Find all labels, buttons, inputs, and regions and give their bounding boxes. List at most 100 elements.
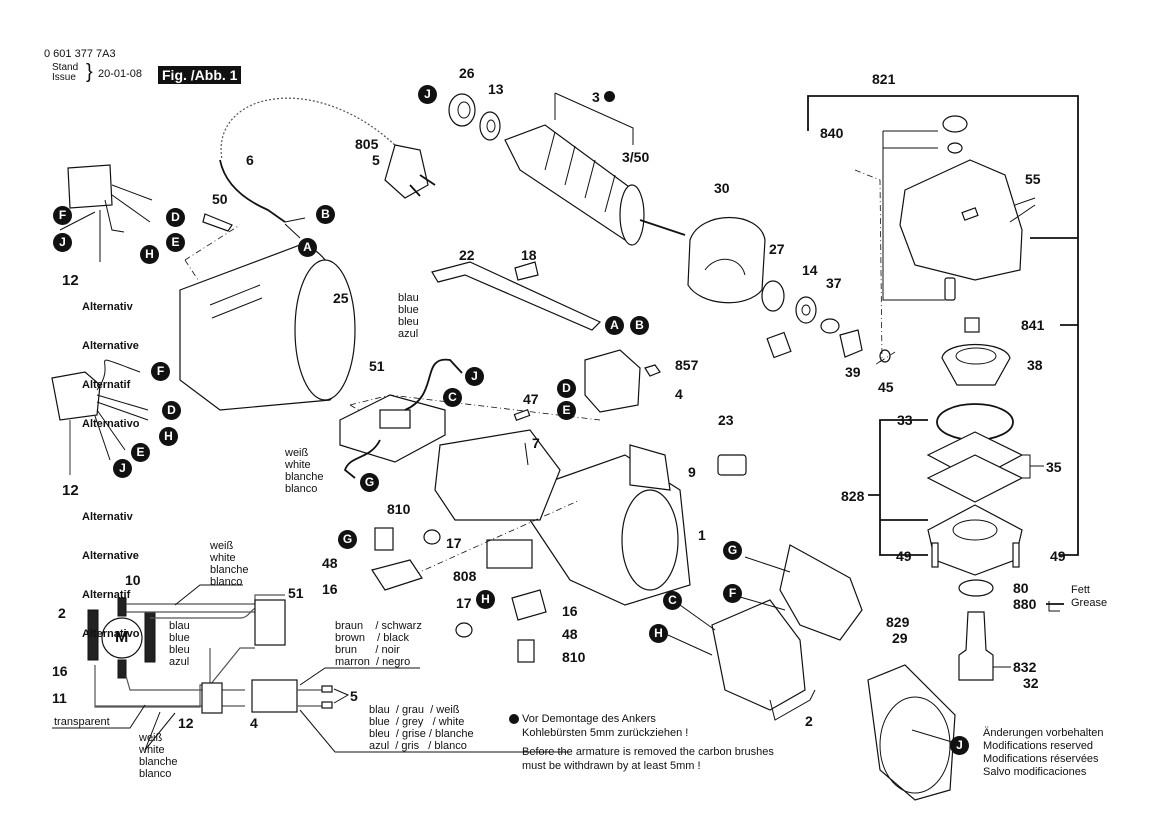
part-label-3: 3 xyxy=(592,89,600,105)
part-label-39: 39 xyxy=(845,364,861,380)
connector-badge-c: C xyxy=(663,591,682,610)
part-label-1: 1 xyxy=(698,527,706,543)
alt-es: Alternativo xyxy=(82,628,140,640)
wire-color-white-top: weiß white blanche blanco xyxy=(210,540,249,588)
connector-badge-e: E xyxy=(557,401,576,420)
stand-label: Stand xyxy=(52,62,79,73)
part-label-832: 832 xyxy=(1013,659,1037,675)
part-label-821: 821 xyxy=(872,71,896,87)
motor-symbol xyxy=(101,617,143,659)
connector-badge-a: A xyxy=(298,238,317,257)
alt-de: Alternativ xyxy=(82,301,133,313)
part-label-9: 9 xyxy=(688,464,696,480)
power-cord-inner xyxy=(219,96,402,161)
part-label-16-bottom: 16 xyxy=(562,603,578,619)
disclaimer-es: Salvo modificaciones xyxy=(983,766,1087,778)
part-label-810-top: 810 xyxy=(387,501,411,517)
label-808 xyxy=(486,539,533,569)
bevel-gear-38 xyxy=(941,343,1011,386)
note-de-line2: Kohlebürsten 5mm zurückziehen ! xyxy=(522,727,689,739)
part-label-3-50: 3/50 xyxy=(622,149,650,165)
brush-holder-16a xyxy=(371,559,423,591)
note-bullet-icon xyxy=(604,91,615,102)
part-label-829: 829 xyxy=(886,614,910,630)
connector-badge-f: F xyxy=(151,362,170,381)
wire-color-transparent: transparent xyxy=(54,716,110,728)
connector-badge-g: G xyxy=(360,473,379,492)
part-label-12-alt: 12 xyxy=(62,482,79,499)
spring-17b xyxy=(455,622,473,638)
alt-en: Alternative xyxy=(82,550,139,562)
alternative-labels-alt: Alternativ Alternative Alternatif Altern… xyxy=(82,485,139,654)
wiring-label-10: 10 xyxy=(125,572,141,588)
washer-37 xyxy=(820,318,840,334)
part-label-7: 7 xyxy=(532,435,540,451)
part-label-805: 805 xyxy=(355,136,379,152)
alt-de: Alternativ xyxy=(82,511,133,523)
part-label-840: 840 xyxy=(820,125,844,141)
wire-color-white-bottom: weiß white blanche blanco xyxy=(139,732,178,780)
part-label-30: 30 xyxy=(714,180,730,196)
part-label-45: 45 xyxy=(878,379,894,395)
wire-color-blue-wiring: blau blue bleu azul xyxy=(169,620,190,668)
wiring-label-4: 4 xyxy=(250,715,258,731)
screw-50 xyxy=(202,213,233,232)
spindle-832 xyxy=(958,611,994,681)
part-label-14: 14 xyxy=(802,262,818,278)
alt-fr: Alternatif xyxy=(82,379,131,391)
connector-badge-j: J xyxy=(53,233,72,252)
trigger-22 xyxy=(431,261,602,331)
grease-label-en: Grease xyxy=(1071,597,1108,609)
part-label-5: 5 xyxy=(372,152,380,168)
part-label-80: 80 xyxy=(1013,580,1029,596)
wiring-label-2: 2 xyxy=(58,605,66,621)
alternative-labels-top: Alternativ Alternative Alternatif Altern… xyxy=(82,275,139,444)
connector-badge-g: G xyxy=(723,541,742,560)
connector-badge-j: J xyxy=(113,459,132,478)
plug xyxy=(384,144,429,199)
connector-badge-d: D xyxy=(557,379,576,398)
part-label-13: 13 xyxy=(488,81,504,97)
note-de-line1: Vor Demontage des Ankers xyxy=(522,713,656,725)
part-label-35: 35 xyxy=(1046,459,1062,475)
issue-label: Issue xyxy=(52,72,76,83)
part-label-38: 38 xyxy=(1027,357,1043,373)
cap xyxy=(942,115,968,133)
cover-829 xyxy=(867,664,956,801)
field-coil-a xyxy=(779,544,863,641)
connector-12-top xyxy=(67,164,113,209)
bearing-26 xyxy=(448,93,476,127)
part-label-48-bottom: 48 xyxy=(562,626,578,642)
spring-17a xyxy=(423,529,441,545)
field-coil-b xyxy=(711,599,806,711)
alt-es: Alternativo xyxy=(82,418,140,430)
connector-badge-a: A xyxy=(605,316,624,335)
connector-badge-c: C xyxy=(443,388,462,407)
connector-badge-b: B xyxy=(630,316,649,335)
armature xyxy=(504,124,641,241)
grease-label-de: Fett xyxy=(1071,584,1090,596)
wiring-label-5: 5 xyxy=(350,688,358,704)
connector-badge-e: E xyxy=(166,233,185,252)
part-label-4: 4 xyxy=(675,386,683,402)
wiring-label-16: 16 xyxy=(52,663,68,679)
part-label-23: 23 xyxy=(718,412,734,428)
part-label-12-top: 12 xyxy=(62,272,79,289)
part-label-810-bottom: 810 xyxy=(562,649,586,665)
part-number: 0 601 377 7A3 xyxy=(44,48,116,60)
switch-4 xyxy=(584,349,641,413)
wire-color-blue-grey-white: blau / grau / weiß blue / grey / white b… xyxy=(369,704,474,752)
part-label-808: 808 xyxy=(453,568,477,584)
spring-18 xyxy=(514,261,539,281)
fan-30 xyxy=(687,216,766,304)
brace: } xyxy=(86,61,93,83)
bearing-sketch xyxy=(766,331,792,359)
part-label-22: 22 xyxy=(459,247,475,263)
connector-badge-g: G xyxy=(338,530,357,549)
label-9 xyxy=(629,444,671,491)
note-bullet-icon xyxy=(509,714,519,724)
part-label-55: 55 xyxy=(1025,171,1041,187)
part-label-37: 37 xyxy=(826,275,842,291)
part-label-49-left: 49 xyxy=(896,548,912,564)
